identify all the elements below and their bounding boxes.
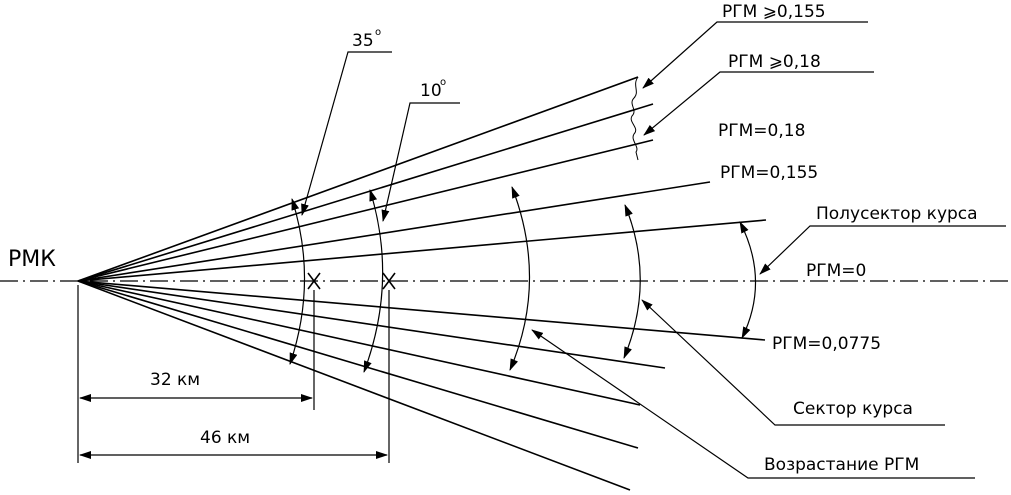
angle-arc-rgm-increase bbox=[509, 186, 531, 371]
angle-label-35: 35 bbox=[352, 31, 374, 51]
dist-label-46: 46 км bbox=[200, 428, 250, 448]
label-course-sector: Сектор курса bbox=[793, 399, 913, 419]
ray-upper-1 bbox=[77, 76, 639, 282]
label-rgm-018: РГМ=0,18 bbox=[718, 121, 805, 141]
angle-label-10: 10 bbox=[420, 81, 442, 101]
ray-upper-2 bbox=[77, 103, 654, 282]
label-half-sector: Полусектор курса bbox=[816, 204, 978, 224]
label-rgm-0: РГМ=0 bbox=[806, 261, 866, 281]
ray-lower-1 bbox=[77, 280, 766, 341]
origin-label: РМК bbox=[8, 247, 56, 272]
angle-arc-35 bbox=[289, 198, 306, 365]
angle-arc-10 bbox=[363, 189, 384, 373]
leader-10 bbox=[381, 102, 460, 222]
label-rgm-ge-0155: РГМ ⩾0,155 bbox=[722, 2, 826, 22]
angle-arc-course-sector bbox=[623, 204, 641, 359]
leader-half-sector bbox=[759, 225, 1006, 275]
ray-upper-4 bbox=[77, 181, 711, 282]
angle-arc-half-sector bbox=[739, 221, 757, 339]
angle-degree-35: o bbox=[375, 27, 381, 38]
ray-lower-4 bbox=[77, 280, 639, 449]
cross-mark-32-b bbox=[307, 272, 321, 290]
wavy-boundary-upper bbox=[630, 76, 639, 161]
label-rgm-0155: РГМ=0,155 bbox=[720, 163, 818, 183]
label-rgm-increase: Возрастание РГМ bbox=[764, 455, 919, 475]
ray-lower-5 bbox=[77, 280, 631, 491]
ray-lower-3 bbox=[77, 280, 641, 406]
leader-course-sector bbox=[641, 299, 945, 426]
leader-rgm-increase bbox=[531, 329, 975, 479]
ray-upper-5 bbox=[77, 219, 767, 282]
label-rgm-00775: РГМ=0,0775 bbox=[772, 334, 881, 354]
ray-upper-3 bbox=[77, 139, 654, 282]
dist-label-32: 32 км bbox=[150, 370, 200, 390]
leader-35 bbox=[301, 51, 392, 216]
leader-rgm-ge-0155 bbox=[642, 21, 868, 89]
label-rgm-ge-018: РГМ ⩾0,18 bbox=[728, 52, 821, 72]
cross-mark-46-b bbox=[382, 272, 396, 290]
angle-degree-10: o bbox=[440, 77, 446, 88]
leader-rgm-ge-018 bbox=[643, 71, 874, 136]
